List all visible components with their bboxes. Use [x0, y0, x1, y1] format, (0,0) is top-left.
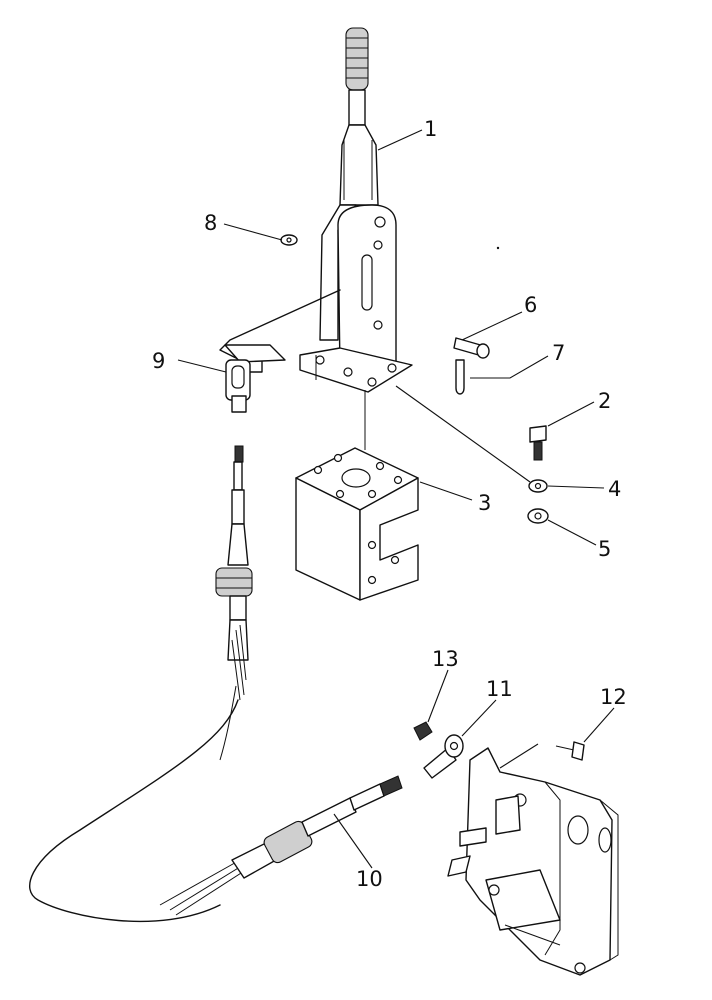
speck-mark [496, 246, 500, 250]
callout-8: 8 [204, 211, 217, 235]
nut-part-13 [413, 721, 433, 741]
callout-9: 9 [152, 349, 165, 373]
rod-end-part-11 [423, 734, 464, 779]
callout-12: 12 [600, 685, 627, 709]
bolt-part-2 [529, 425, 547, 461]
callout-11: 11 [486, 677, 513, 701]
leader-lines [177, 129, 615, 869]
lever-bracket [299, 204, 413, 393]
callout-4: 4 [608, 477, 621, 501]
callout-10: 10 [356, 867, 383, 891]
callout-2: 2 [598, 389, 611, 413]
callout-3: 3 [478, 491, 491, 515]
callout-5: 5 [598, 537, 611, 561]
transmission-housing [447, 747, 619, 976]
callout-6: 6 [524, 293, 537, 317]
callout-7: 7 [552, 341, 565, 365]
cotter-pin-part-7 [455, 359, 465, 395]
callout-1: 1 [424, 117, 437, 141]
upper-cable-end [215, 445, 253, 701]
callout-13: 13 [432, 647, 459, 671]
mounting-box [295, 390, 419, 601]
clevis-part-9 [225, 359, 251, 413]
cable-part-10 [29, 699, 239, 922]
pin-part-6 [453, 337, 490, 359]
shift-lever [319, 27, 379, 341]
screw-part-12 [555, 741, 585, 761]
lower-cable-end [159, 775, 403, 916]
